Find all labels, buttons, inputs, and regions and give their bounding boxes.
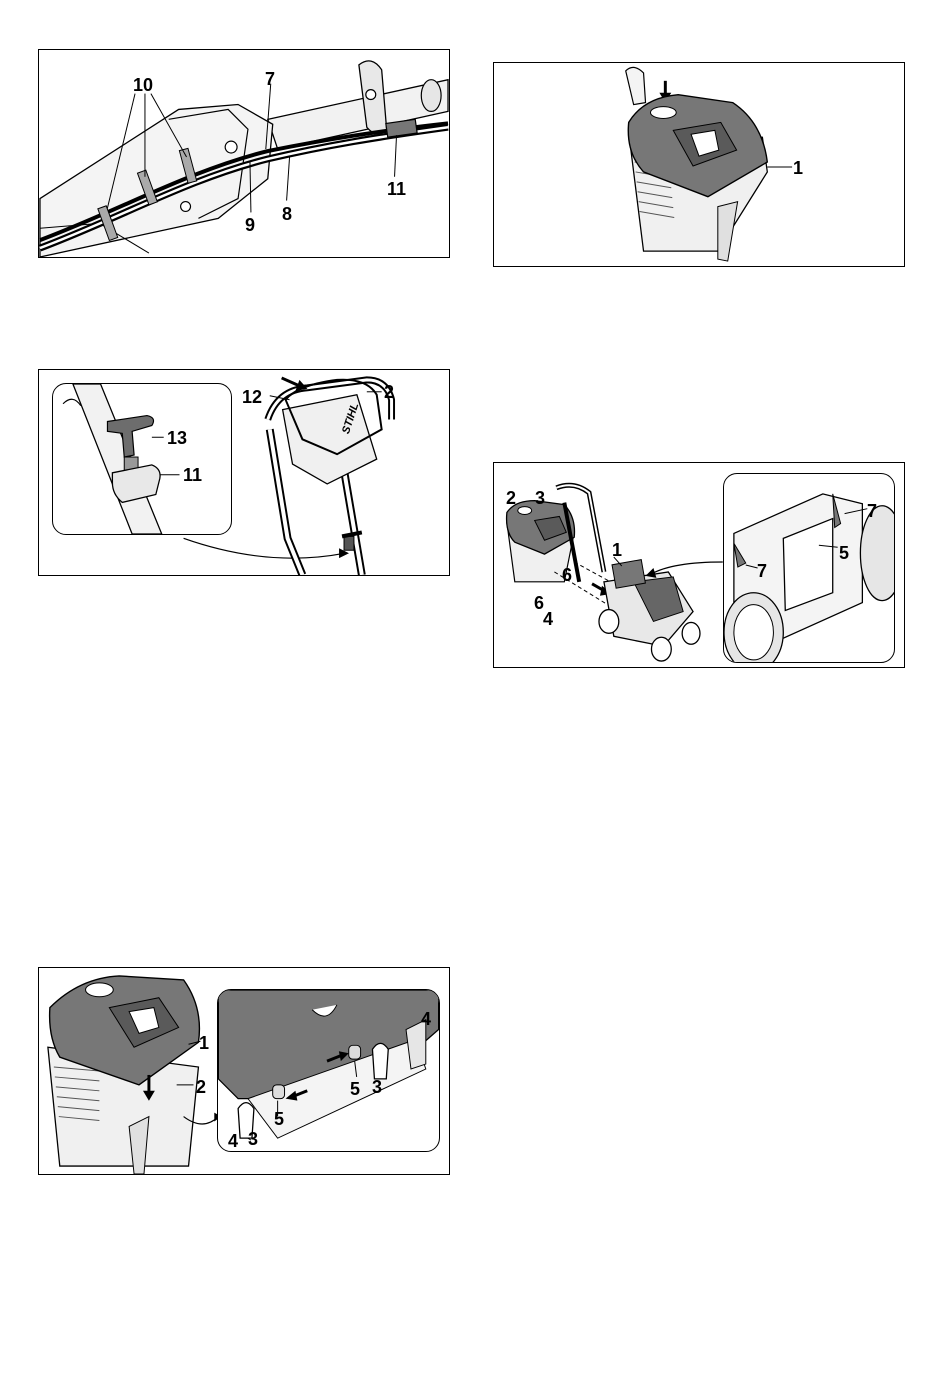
callout-label: 12 bbox=[242, 388, 262, 406]
callout-label: 8 bbox=[282, 205, 292, 223]
callout-label: 1 bbox=[793, 159, 803, 177]
callout-label: 4 bbox=[421, 1010, 431, 1028]
press-cover-illustration bbox=[494, 63, 904, 266]
callout-label: 4 bbox=[543, 610, 553, 628]
callout-label: 2 bbox=[506, 489, 516, 507]
callout-label: 5 bbox=[274, 1110, 284, 1128]
callout-label: 1 bbox=[199, 1034, 209, 1052]
callout-label: 11 bbox=[183, 466, 202, 484]
callout-label: 7 bbox=[867, 502, 877, 520]
callout-label: 9 bbox=[245, 216, 255, 234]
cable-routing-illustration bbox=[39, 50, 449, 257]
callout-label: 2 bbox=[196, 1078, 206, 1096]
callout-label: 4 bbox=[228, 1132, 238, 1150]
callout-label: 3 bbox=[248, 1130, 258, 1148]
callout-label: 6 bbox=[562, 566, 572, 584]
callout-label: 11 bbox=[387, 180, 406, 198]
figure-press-cover: 1 bbox=[493, 62, 905, 267]
callout-label: 5 bbox=[350, 1080, 360, 1098]
callout-label: 7 bbox=[265, 70, 275, 88]
figure-handle-starter: STIHL 13 11 12 2 bbox=[38, 369, 450, 576]
callout-label: 7 bbox=[757, 562, 767, 580]
figure-catcher-cover: 1 2 4 3 5 5 3 4 bbox=[38, 967, 450, 1175]
callout-label: 13 bbox=[167, 429, 187, 447]
cover-pins-detail-illustration bbox=[218, 990, 439, 1151]
catcher-hook-detail-inset: 7 5 7 bbox=[723, 473, 895, 663]
starter-detail-illustration bbox=[53, 384, 231, 534]
cover-pins-detail-inset: 4 3 5 5 3 4 bbox=[217, 989, 440, 1152]
callout-label: 5 bbox=[839, 544, 849, 562]
figure-attach-catcher: 2 3 1 6 6 4 7 5 7 bbox=[493, 462, 905, 668]
callout-label: 10 bbox=[133, 76, 153, 94]
starter-detail-inset: 13 11 bbox=[52, 383, 232, 535]
figure-cable-routing: 10 7 11 9 8 bbox=[38, 49, 450, 258]
callout-label: 3 bbox=[372, 1078, 382, 1096]
callout-label: 3 bbox=[535, 489, 545, 507]
callout-label: 2 bbox=[384, 383, 394, 401]
callout-label: 1 bbox=[612, 541, 622, 559]
